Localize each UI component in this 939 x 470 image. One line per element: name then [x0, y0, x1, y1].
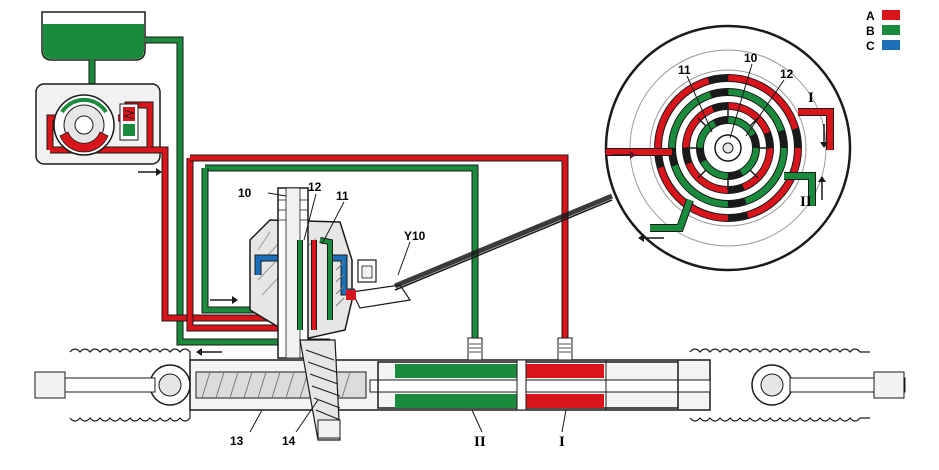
label-14: 14	[282, 434, 296, 448]
detail-label-12: 12	[780, 67, 794, 81]
legend-swatch-c	[882, 40, 900, 50]
rotary-valve-housing	[249, 187, 355, 441]
detail-label-1: I	[808, 90, 814, 106]
detail-line-2	[784, 173, 815, 206]
label-y10: Y10	[404, 229, 426, 243]
detail-leader-line	[394, 199, 613, 291]
steering-rack	[189, 337, 711, 411]
left-bellows	[34, 348, 191, 422]
return-line-main	[145, 37, 330, 345]
legend-swatch-b	[882, 25, 900, 35]
pressure-line-to-valve	[150, 147, 290, 321]
legend: A B C	[866, 9, 900, 53]
pressure-line-chamber-1	[190, 155, 568, 340]
right-bellows	[689, 348, 906, 422]
legend-label-a: A	[866, 9, 875, 23]
hydraulic-pump	[35, 83, 161, 165]
port-chamber-1	[557, 337, 573, 361]
detail-return-outlet	[650, 198, 693, 231]
label-chamber-1: I	[559, 434, 565, 450]
pinion	[299, 339, 341, 441]
detail-view	[604, 24, 852, 272]
label-11: 11	[336, 189, 349, 203]
legend-label-c: C	[866, 39, 875, 53]
return-line-chamber-2	[205, 165, 478, 340]
chamber-2-top	[395, 364, 517, 378]
label-12: 12	[308, 180, 322, 194]
legend-label-b: B	[866, 24, 875, 38]
rack-teeth-section	[195, 371, 367, 399]
fluid-reservoir	[41, 11, 146, 61]
label-13: 13	[230, 434, 244, 448]
detail-label-2: II	[800, 194, 812, 210]
label-10: 10	[238, 186, 252, 200]
legend-swatch-a	[882, 10, 900, 20]
piston	[516, 359, 527, 411]
port-chamber-2	[467, 337, 483, 361]
detail-label-10: 10	[744, 51, 758, 65]
solenoid-y10	[346, 259, 412, 309]
detail-label-11: 11	[678, 63, 691, 77]
chamber-1-top	[526, 364, 604, 378]
chamber-2-bottom	[395, 394, 517, 408]
chamber-1-bottom	[526, 394, 604, 408]
detail-line-1	[798, 109, 833, 150]
label-chamber-2: II	[474, 434, 486, 450]
